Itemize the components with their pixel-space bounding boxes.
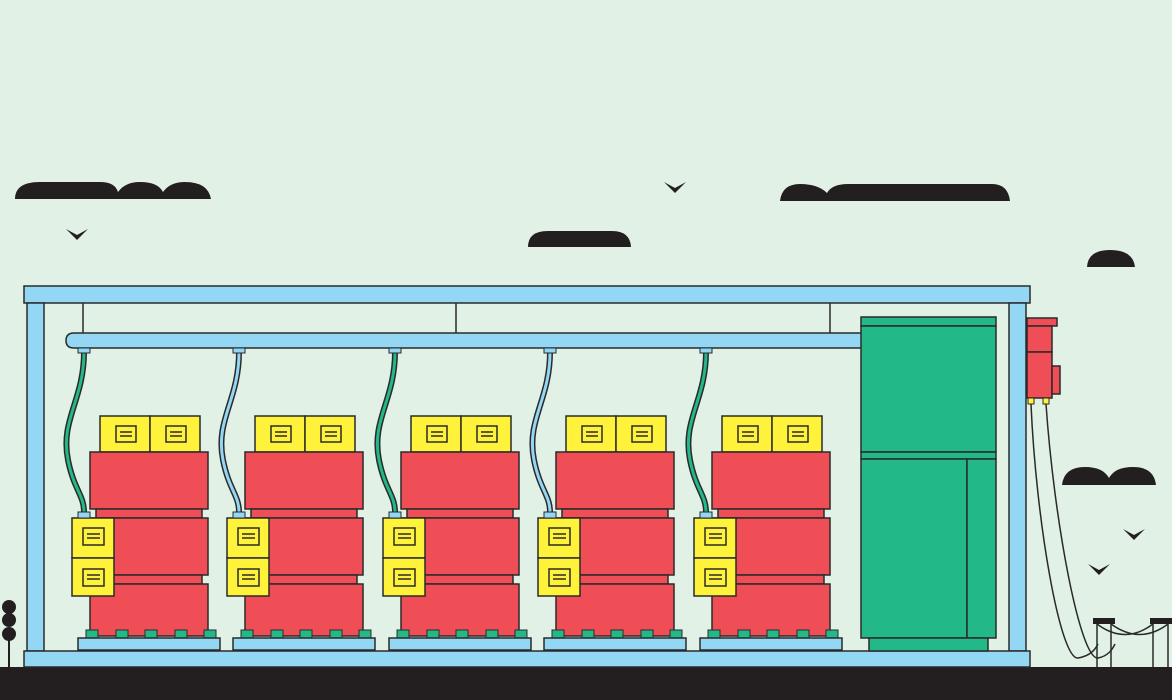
cloud-top-right (780, 184, 1010, 201)
ground (0, 667, 1172, 700)
coolant-pipe (65, 332, 863, 349)
cloud-small-right (1087, 250, 1135, 267)
hose-connectors (77, 347, 713, 354)
utility-poles (1093, 618, 1172, 667)
tree-icon (2, 600, 16, 668)
cloud-left (15, 182, 211, 199)
inverter-cabinet (860, 316, 997, 652)
cloud-double-right (1062, 467, 1156, 485)
coolant-hoses (63, 351, 709, 513)
container-frame (23, 285, 1031, 668)
junction-box (1026, 317, 1061, 405)
bird-icon (66, 182, 1145, 575)
power-cables (1030, 403, 1116, 659)
cloud-center (528, 231, 631, 247)
